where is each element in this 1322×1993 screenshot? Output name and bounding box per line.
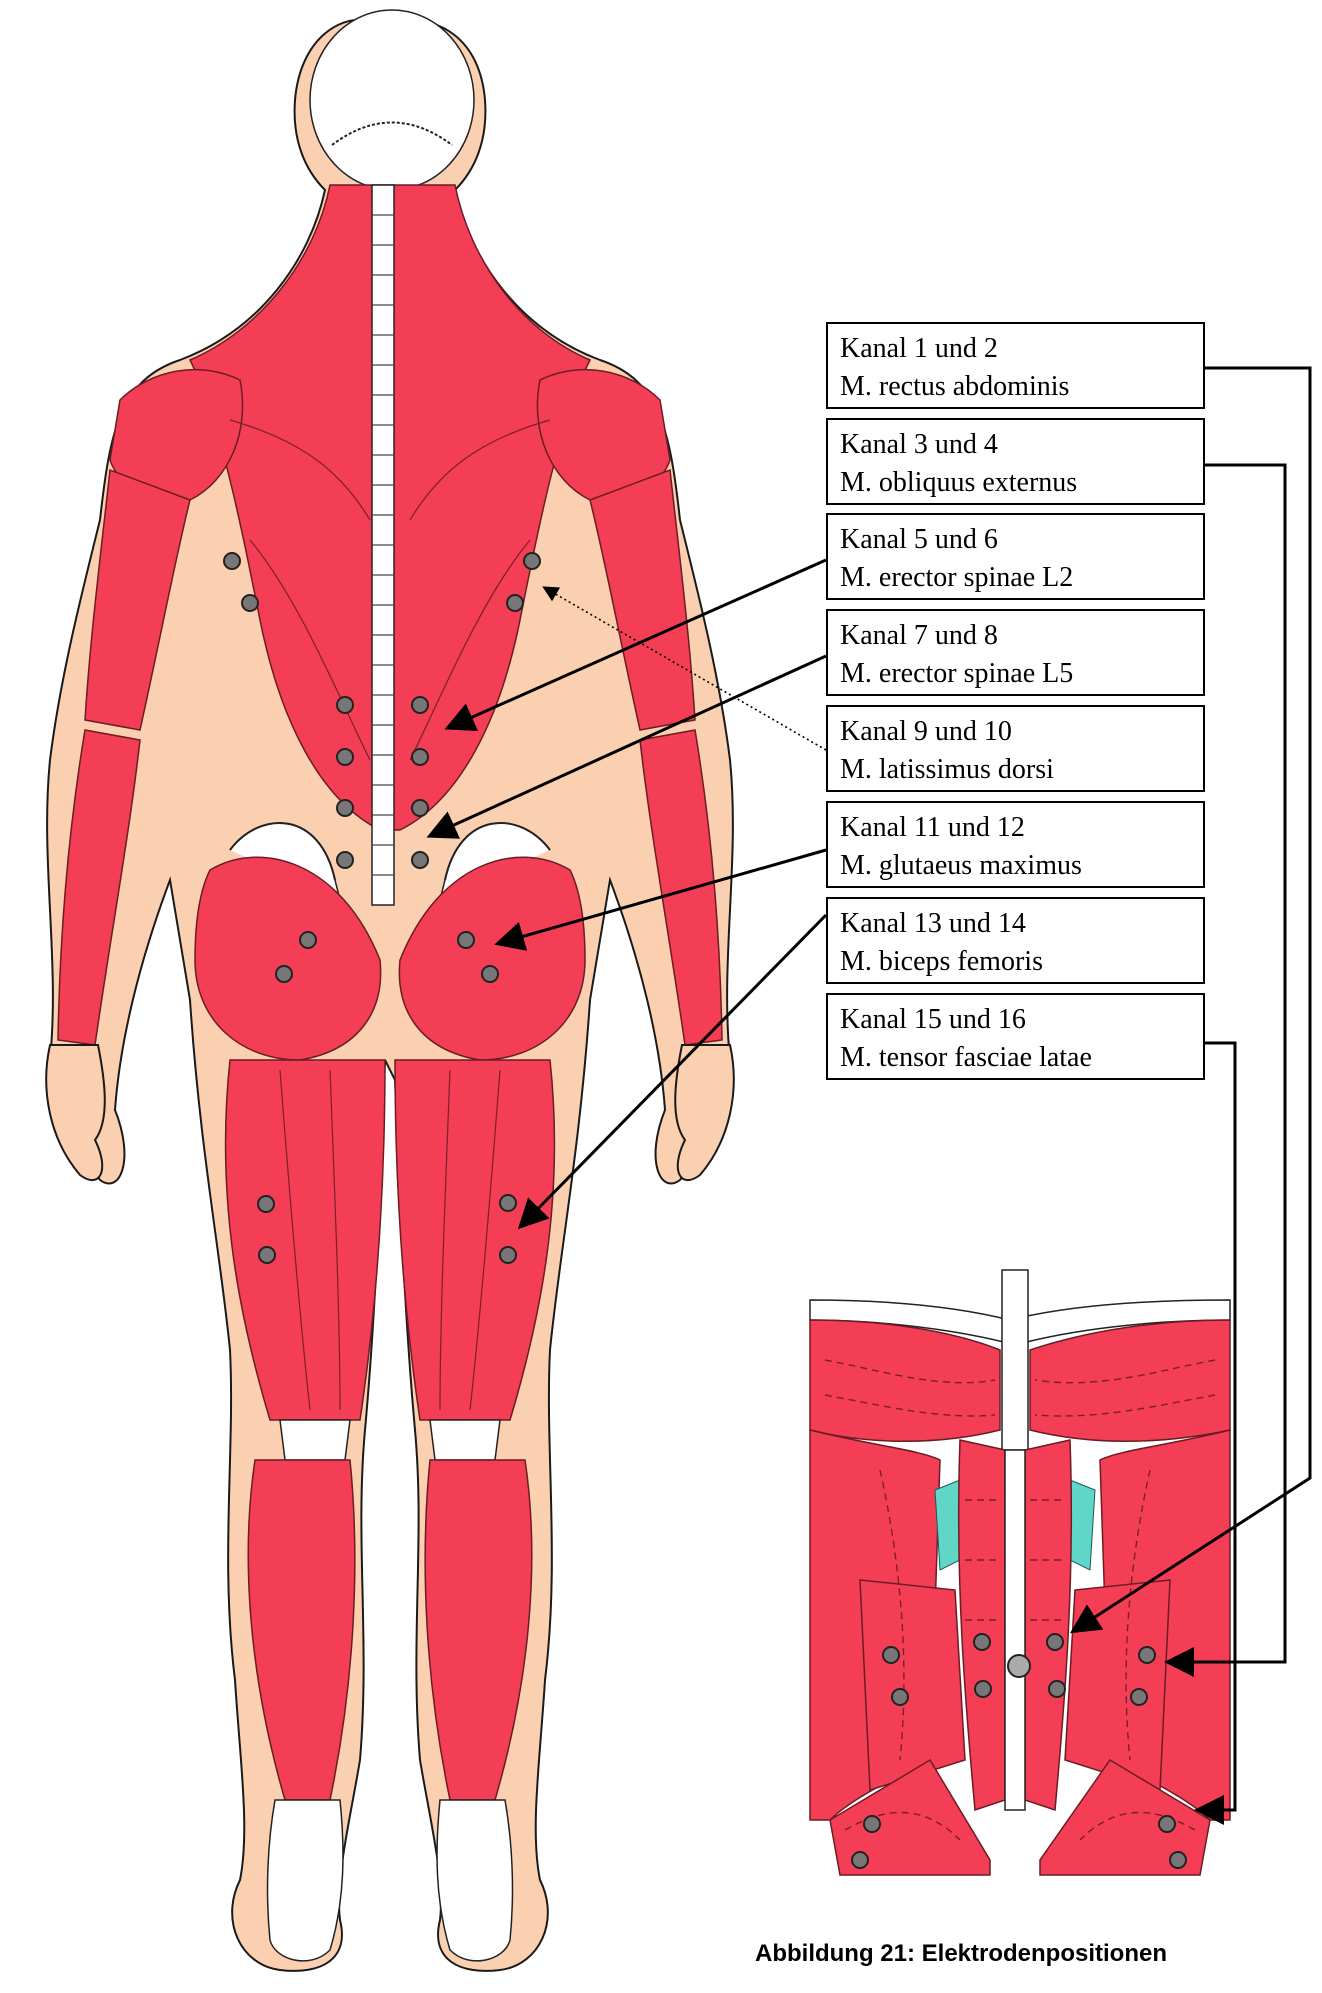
back-figure	[46, 10, 734, 1971]
electrode-dot	[500, 1247, 516, 1263]
electrode-dot	[883, 1647, 899, 1663]
obliquus-externus-right	[1065, 1580, 1170, 1790]
electrode-dot	[337, 852, 353, 868]
electrode-dot	[1131, 1689, 1147, 1705]
obliquus-externus-left	[860, 1580, 965, 1790]
electrode-dot	[258, 1196, 274, 1212]
electrode-dot	[1049, 1681, 1065, 1697]
electrode-dot	[412, 749, 428, 765]
skull	[310, 10, 474, 190]
electrode-dot	[852, 1852, 868, 1868]
muscle-label: M. latissimus dorsi	[840, 751, 1191, 789]
electrode-dot	[259, 1247, 275, 1263]
label-kanal-3-4: Kanal 3 und 4 M. obliquus externus	[826, 418, 1205, 505]
electrode-dot	[507, 595, 523, 611]
electrode-dot	[276, 966, 292, 982]
electrode-dot	[337, 749, 353, 765]
sternum	[1002, 1270, 1028, 1450]
electrode-dot	[1159, 1816, 1175, 1832]
foot-left	[268, 1800, 343, 1961]
electrode-dot	[412, 800, 428, 816]
electrode-dot	[892, 1689, 908, 1705]
channel-label: Kanal 11 und 12	[840, 809, 1191, 847]
electrode-dot	[1047, 1634, 1063, 1650]
electrode-dot	[482, 966, 498, 982]
muscle-label: M. erector spinae L2	[840, 559, 1191, 597]
label-kanal-7-8: Kanal 7 und 8 M. erector spinae L5	[826, 609, 1205, 696]
electrode-dot	[300, 932, 316, 948]
intercostal-left	[935, 1480, 960, 1570]
label-kanal-15-16: Kanal 15 und 16 M. tensor fasciae latae	[826, 993, 1205, 1080]
electrode-dot	[224, 553, 240, 569]
hand-right	[675, 1045, 734, 1180]
linea-alba	[1005, 1450, 1025, 1810]
front-figure	[805, 1270, 1235, 1875]
intercostal-right	[1070, 1480, 1095, 1570]
electrode-dot	[864, 1816, 880, 1832]
muscle-label: M. glutaeus maximus	[840, 847, 1191, 885]
electrode-reference-dot	[1008, 1655, 1030, 1677]
channel-label: Kanal 9 und 10	[840, 713, 1191, 751]
electrode-dot	[1139, 1647, 1155, 1663]
muscle-label: M. rectus abdominis	[840, 368, 1191, 406]
figure-caption: Abbildung 21: Elektrodenpositionen	[755, 1940, 1275, 1968]
label-kanal-5-6: Kanal 5 und 6 M. erector spinae L2	[826, 513, 1205, 600]
electrode-dot	[974, 1634, 990, 1650]
foot-right	[437, 1800, 512, 1961]
muscle-label: M. obliquus externus	[840, 464, 1191, 502]
electrode-dot	[337, 697, 353, 713]
hand-left	[46, 1045, 105, 1180]
electrode-dot	[500, 1195, 516, 1211]
label-kanal-13-14: Kanal 13 und 14 M. biceps femoris	[826, 897, 1205, 984]
electrode-dot	[337, 800, 353, 816]
channel-label: Kanal 3 und 4	[840, 426, 1191, 464]
channel-label: Kanal 15 und 16	[840, 1001, 1191, 1039]
electrode-dot	[242, 595, 258, 611]
electrode-dot	[458, 932, 474, 948]
electrode-dot	[975, 1681, 991, 1697]
electrode-dot	[1170, 1852, 1186, 1868]
knee-right	[430, 1420, 500, 1460]
label-kanal-1-2: Kanal 1 und 2 M. rectus abdominis	[826, 322, 1205, 409]
electrode-dot	[412, 697, 428, 713]
electrode-dot	[524, 553, 540, 569]
channel-label: Kanal 5 und 6	[840, 521, 1191, 559]
knee-left	[280, 1420, 350, 1460]
muscle-label: M. biceps femoris	[840, 943, 1191, 981]
label-kanal-9-10: Kanal 9 und 10 M. latissimus dorsi	[826, 705, 1205, 792]
label-kanal-11-12: Kanal 11 und 12 M. glutaeus maximus	[826, 801, 1205, 888]
channel-label: Kanal 7 und 8	[840, 617, 1191, 655]
channel-label: Kanal 13 und 14	[840, 905, 1191, 943]
muscle-label: M. tensor fasciae latae	[840, 1039, 1191, 1077]
electrode-dot	[412, 852, 428, 868]
muscle-label: M. erector spinae L5	[840, 655, 1191, 693]
channel-label: Kanal 1 und 2	[840, 330, 1191, 368]
